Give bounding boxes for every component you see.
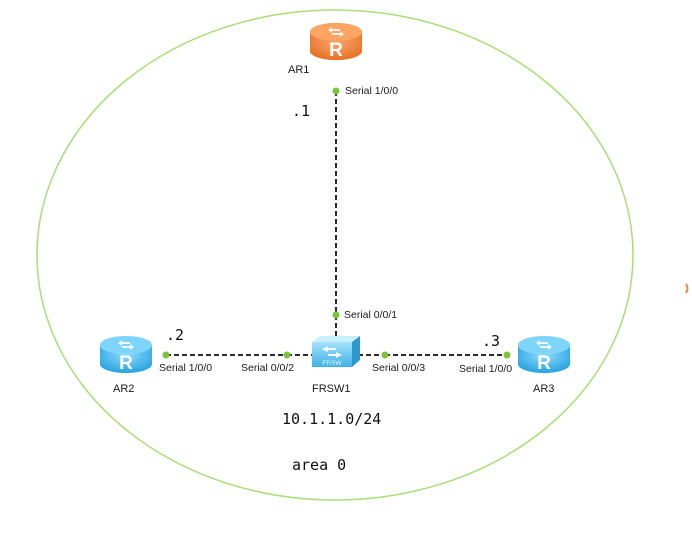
edge-mark	[685, 283, 689, 294]
router-icon[interactable]: R	[310, 23, 362, 61]
iface-label-ar1-s100: Serial 1/0/0	[345, 85, 399, 97]
router-glyph: R	[537, 353, 551, 374]
router-glyph: R	[119, 353, 133, 374]
endpoint-ar1-s100[interactable]	[332, 87, 340, 95]
router-icon[interactable]: R	[518, 336, 570, 374]
endpoint-ar2-s100[interactable]	[162, 351, 170, 359]
switch-glyph: FRSW	[322, 360, 342, 367]
frame-relay-switch-icon[interactable]: FRSW	[312, 336, 360, 367]
router-glyph: R	[329, 40, 343, 61]
endpoint-frsw1-s001[interactable]	[332, 311, 340, 319]
host-address-ar2: .2	[166, 326, 185, 344]
iface-label-ar3-s100: Serial 1/0/0	[459, 363, 513, 375]
endpoint-ar3-s100[interactable]	[503, 351, 511, 359]
device-label-ar2: AR2	[113, 383, 135, 395]
area-label: area 0	[292, 456, 347, 474]
device-label-ar3: AR3	[533, 383, 555, 395]
iface-label-frsw1-s001: Serial 0/0/1	[344, 309, 398, 321]
endpoint-frsw1-s002[interactable]	[283, 351, 291, 359]
area-0-boundary	[36, 9, 634, 501]
device-label-ar1: AR1	[288, 64, 310, 76]
iface-label-frsw1-s002: Serial 0/0/2	[241, 362, 295, 374]
host-address-ar1: .1	[292, 102, 311, 120]
router-icon[interactable]: R	[100, 336, 152, 374]
iface-label-frsw1-s003: Serial 0/0/3	[372, 362, 426, 374]
subnet-label: 10.1.1.0/24	[282, 410, 382, 428]
host-address-ar3: .3	[482, 332, 501, 350]
endpoint-frsw1-s003[interactable]	[381, 351, 389, 359]
iface-label-ar2-s100: Serial 1/0/0	[159, 362, 213, 374]
device-label-frsw1: FRSW1	[312, 383, 351, 395]
